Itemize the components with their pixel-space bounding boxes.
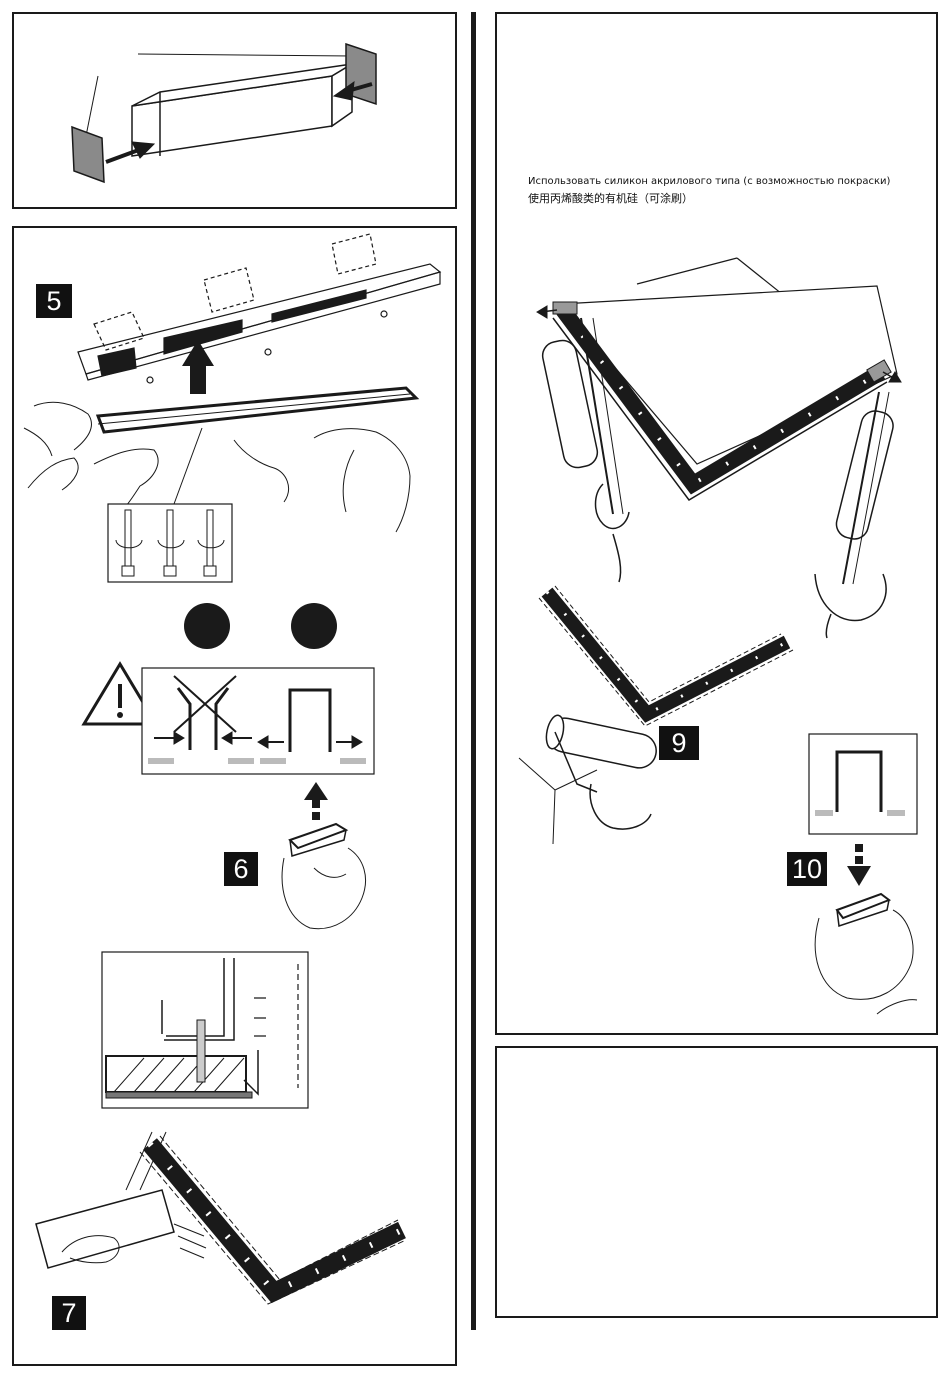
panel-end-caps — [12, 12, 457, 209]
warning-detail-box — [142, 668, 374, 774]
sealant-strip-step9 — [539, 586, 793, 726]
profile-being-lifted — [98, 388, 416, 432]
column-divider — [471, 12, 476, 1330]
caulking-gun-right — [815, 392, 896, 638]
left-end-cap — [72, 127, 104, 182]
dashed-down-arrow — [847, 844, 871, 886]
ceiling-rail — [78, 234, 440, 383]
indicator-dot-left — [184, 603, 230, 649]
dashed-up-arrow — [304, 782, 328, 820]
profile-channel — [132, 64, 352, 156]
panel-empty — [495, 1046, 938, 1318]
panel-steps-5-7: 5 6 7 — [12, 226, 457, 1366]
step-5-illustration — [14, 228, 459, 1368]
panel-steps-8-10: Использовать силикон акрилового типа (с … — [495, 12, 938, 1035]
step-8-10-illustration — [497, 14, 940, 1037]
hand-with-clip-step10 — [815, 894, 917, 1014]
indicator-dot-right — [291, 603, 337, 649]
sealant-strip-step7 — [140, 1136, 406, 1304]
clip-detail-box — [809, 734, 917, 834]
spatula-hand — [36, 1132, 206, 1268]
end-caps-illustration — [14, 14, 459, 211]
paint-roller — [519, 714, 659, 844]
hand-with-clip — [282, 824, 365, 929]
